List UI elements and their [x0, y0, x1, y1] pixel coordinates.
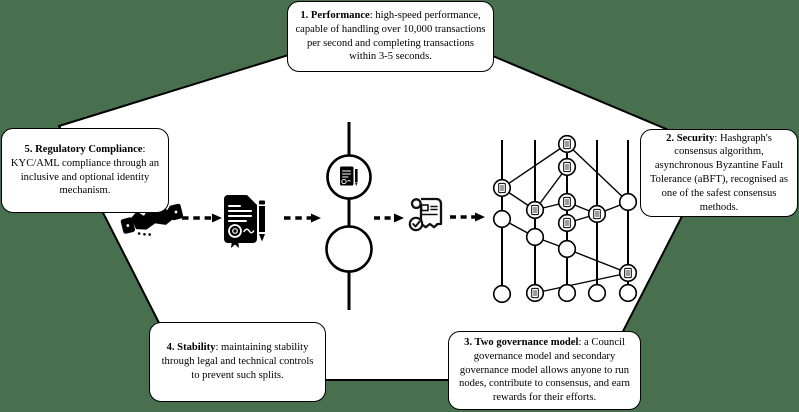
- callout-stability: 4. Stability: maintaining stability thro…: [149, 322, 326, 402]
- hashgraph-event-node: [492, 284, 512, 304]
- flow-arrow-2: [284, 213, 321, 223]
- record-icon: [340, 166, 358, 186]
- hashgraph-event-node: [618, 192, 638, 212]
- hashgraph-edge: [501, 143, 568, 189]
- hashgraph-event-node-record: [618, 263, 638, 283]
- callout-governance-text: : a Council governance model and seconda…: [459, 337, 630, 404]
- verified-record-icon: [408, 197, 443, 232]
- check-badge-icon: [408, 216, 424, 232]
- callout-governance-label: 3. Two governance model: [464, 337, 579, 349]
- hashgraph-event-node-record: [557, 192, 577, 212]
- flow-arrow-3: [374, 213, 404, 223]
- callout-security-text: : Hashgraph's consensus algorithm, async…: [649, 132, 789, 213]
- callout-compliance-label: 5. Regulatory Compliance: [24, 143, 143, 155]
- transaction-timeline-icon: [325, 122, 373, 310]
- hashgraph-event-node: [618, 283, 638, 303]
- hashgraph-event-node-record: [525, 283, 545, 303]
- hashgraph-event-node-record: [557, 157, 577, 177]
- hashgraph-event-node: [525, 227, 545, 247]
- hashgraph-edge: [566, 248, 629, 274]
- hashgraph-event-node-record: [525, 200, 545, 220]
- callout-security-label: 2. Security: [666, 132, 715, 144]
- callout-compliance: 5. Regulatory Compliance: KYC/AML compli…: [1, 128, 169, 213]
- hashgraph-event-node-record: [557, 213, 577, 233]
- hashgraph-event-node: [557, 283, 577, 303]
- callout-stability-text: : maintaining stability through legal an…: [161, 342, 314, 381]
- hashgraph-event-node: [492, 209, 512, 229]
- hashgraph-event-node-record: [587, 204, 607, 224]
- hashgraph-edge: [566, 143, 629, 203]
- callout-governance: 3. Two governance model: a Council gover…: [448, 331, 641, 410]
- timeline-event-circle-bottom: [325, 225, 373, 273]
- hashgraph-event-node-record: [492, 178, 512, 198]
- hashgraph-consensus-graph: [492, 134, 638, 304]
- flow-arrow-4: [450, 212, 485, 222]
- hashgraph-event-node: [557, 239, 577, 259]
- hashgraph-event-node-record: [557, 134, 577, 154]
- callout-performance-label: 1. Performance: [300, 9, 370, 21]
- handshake-icon: [120, 203, 184, 236]
- flow-arrow-1: [182, 213, 222, 223]
- callout-performance: 1. Performance: high-speed performance, …: [287, 1, 494, 72]
- callout-stability-label: 4. Stability: [166, 342, 216, 354]
- hashgraph-edge: [534, 272, 629, 294]
- callout-security: 2. Security: Hashgraph's consensus algor…: [640, 129, 798, 217]
- callout-performance-text: : high-speed performance, capable of han…: [295, 9, 486, 63]
- callout-compliance-text: : KYC/AML compliance through an inclusiv…: [10, 143, 160, 197]
- signed-contract-icon: [224, 194, 265, 248]
- hashgraph-event-node: [587, 283, 607, 303]
